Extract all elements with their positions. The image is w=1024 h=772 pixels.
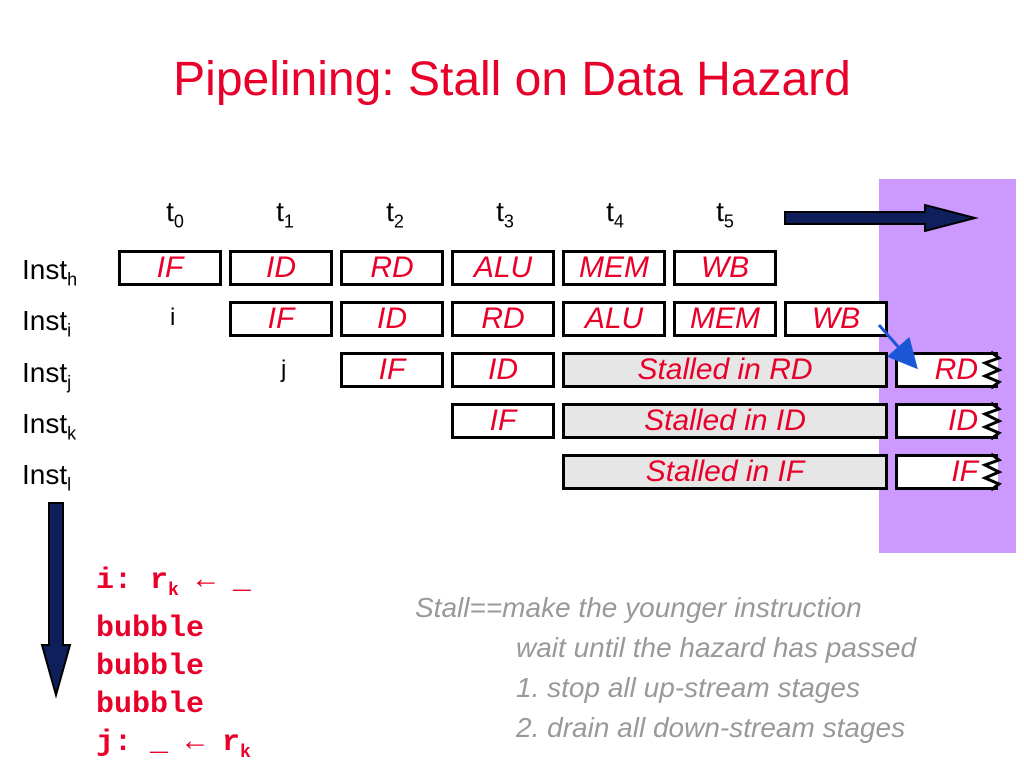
stage-i-wb: WB	[784, 301, 888, 337]
hazard-code-block: i: rk ← _ bubble bubble bubble j: _ ← rk	[96, 562, 251, 772]
time-label-t5: t5	[716, 196, 734, 232]
time-label-t1: t1	[276, 196, 294, 232]
row-label-inst-j: Instj	[22, 357, 72, 393]
stage-j-stalled: Stalled in RD	[562, 352, 888, 388]
time-label-t4: t4	[606, 196, 624, 232]
stage-h-id: ID	[229, 250, 333, 286]
code-line-producer: i: rk ← _	[96, 564, 251, 601]
time-label-t2: t2	[386, 196, 404, 232]
note-line-1: Stall==make the younger instruction	[415, 592, 862, 623]
stage-k-stalled: Stalled in ID	[562, 403, 888, 439]
stage-l-resume-if: IF	[895, 454, 998, 490]
row-label-inst-h: Insth	[22, 254, 78, 290]
code-line-bubble-2: bubble	[96, 650, 205, 684]
code-line-consumer: j: _ ← rk	[96, 726, 251, 763]
stage-i-if: IF	[229, 301, 333, 337]
note-line-4: 2. drain all down-stream stages	[516, 712, 906, 743]
time-label-t3: t3	[496, 196, 514, 232]
time-label-t0: t0	[166, 196, 184, 232]
code-line-bubble-1: bubble	[96, 612, 205, 646]
stage-h-alu: ALU	[451, 250, 555, 286]
stage-k-resume-id: ID	[895, 403, 998, 439]
stage-i-alu: ALU	[562, 301, 666, 337]
stage-j-if: IF	[340, 352, 444, 388]
row-label-inst-k: Instk	[22, 408, 77, 444]
stage-h-mem: MEM	[562, 250, 666, 286]
row-label-inst-i: Insti	[22, 305, 72, 341]
stage-i-id: ID	[340, 301, 444, 337]
row-label-inst-l: Instl	[22, 459, 72, 495]
stage-h-rd: RD	[340, 250, 444, 286]
stage-j-id: ID	[451, 352, 555, 388]
code-line-bubble-3: bubble	[96, 688, 205, 722]
stage-i-mem: MEM	[673, 301, 777, 337]
dependency-arrow-icon	[877, 324, 918, 370]
stage-i-rd: RD	[451, 301, 555, 337]
time-arrow-icon	[784, 203, 979, 233]
note-line-2: wait until the hazard has passed	[516, 632, 917, 663]
stage-k-if: IF	[451, 403, 555, 439]
marker-i: i	[170, 304, 176, 331]
torn-edge-icon	[981, 350, 1003, 492]
stage-l-stalled: Stalled in IF	[562, 454, 888, 490]
stage-h-if: IF	[118, 250, 222, 286]
marker-j: j	[281, 356, 287, 383]
instruction-order-arrow-icon	[40, 502, 72, 699]
stage-h-wb: WB	[673, 250, 777, 286]
slide-title: Pipelining: Stall on Data Hazard	[173, 53, 851, 106]
note-line-3: 1. stop all up-stream stages	[516, 672, 860, 703]
